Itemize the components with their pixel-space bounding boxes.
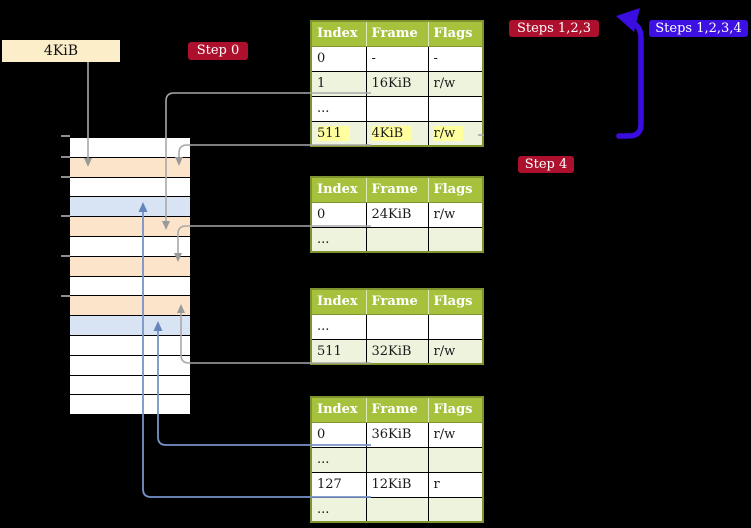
- memory-row-white: [70, 276, 190, 297]
- memory-row-peach: [70, 157, 190, 178]
- step0-badge: Step 0: [188, 42, 248, 60]
- col-header-index: Index: [311, 397, 367, 423]
- page-table-level2: Index Frame Flags ... 511 32KiB r/w: [310, 288, 484, 365]
- tick-mark: [61, 135, 70, 137]
- memory-row-peach: [70, 217, 190, 237]
- arrowhead-upleft-icon: [616, 8, 640, 32]
- memory-row-peach: [70, 296, 190, 317]
- table-row: 511 32KiB r/w: [311, 339, 484, 365]
- col-header-index: Index: [311, 21, 367, 47]
- page-table-level1: Index Frame Flags 0 36KiB r/w ... 127 12…: [310, 396, 484, 523]
- tick-mark: [61, 176, 70, 178]
- table-header-row: Index Frame Flags: [311, 397, 484, 423]
- tick-mark: [61, 156, 70, 158]
- table-row: 0 - -: [311, 46, 484, 72]
- page-table-level3: Index Frame Flags 0 24KiB r/w ...: [310, 176, 484, 253]
- memory-row-white: [70, 177, 190, 198]
- table-row: ...: [311, 447, 484, 473]
- steps-1234-badge: Steps 1,2,3,4: [649, 20, 748, 37]
- memory-row-white: [70, 138, 190, 158]
- memory-row-white: [70, 395, 190, 416]
- col-header-flags: Flags: [428, 289, 484, 315]
- page-table-level4: Index Frame Flags 0 - - 1 16KiB r/w ... …: [310, 20, 484, 147]
- col-header-frame: Frame: [366, 177, 429, 203]
- table-header-row: Index Frame Flags: [311, 21, 484, 47]
- table-row: 0 36KiB r/w: [311, 422, 484, 448]
- table-row: ...: [311, 227, 484, 253]
- memory-row-white: [70, 355, 190, 376]
- memory-row-white: [70, 236, 190, 257]
- table-row: ...: [311, 497, 484, 523]
- col-header-index: Index: [311, 289, 367, 315]
- steps-123-badge: Steps 1,2,3: [509, 20, 599, 37]
- col-header-index: Index: [311, 177, 367, 203]
- table-row-highlighted: 511 4KiB r/w: [311, 121, 484, 147]
- memory-row-blue: [70, 316, 190, 336]
- highlighted-cell: 4KiB: [371, 125, 412, 141]
- tick-mark: [61, 255, 70, 257]
- col-header-flags: Flags: [428, 177, 484, 203]
- steps-1234-arrow: [616, 8, 644, 139]
- highlighted-cell: 511: [317, 125, 350, 141]
- col-header-frame: Frame: [366, 397, 429, 423]
- tick-mark: [61, 215, 70, 217]
- highlighted-cell: r/w: [433, 125, 464, 141]
- table-row: ...: [311, 314, 484, 340]
- table-row: ...: [311, 96, 484, 122]
- memory-row-peach: [70, 256, 190, 277]
- table-row: 0 24KiB r/w: [311, 202, 484, 228]
- memory-row-white: [70, 335, 190, 356]
- table-row: 1 16KiB r/w: [311, 71, 484, 97]
- col-header-flags: Flags: [428, 397, 484, 423]
- col-header-frame: Frame: [366, 21, 429, 47]
- tick-mark: [61, 295, 70, 297]
- col-header-flags: Flags: [428, 21, 484, 47]
- frame-size-label-box: 4KiB: [2, 40, 120, 62]
- memory-row-blue: [70, 197, 190, 218]
- table-header-row: Index Frame Flags: [311, 177, 484, 203]
- step4-badge: Step 4: [518, 156, 574, 173]
- table-header-row: Index Frame Flags: [311, 289, 484, 315]
- table-row: 127 12KiB r: [311, 472, 484, 498]
- col-header-frame: Frame: [366, 289, 429, 315]
- physical-memory-column: [70, 137, 190, 416]
- memory-row-white: [70, 375, 190, 396]
